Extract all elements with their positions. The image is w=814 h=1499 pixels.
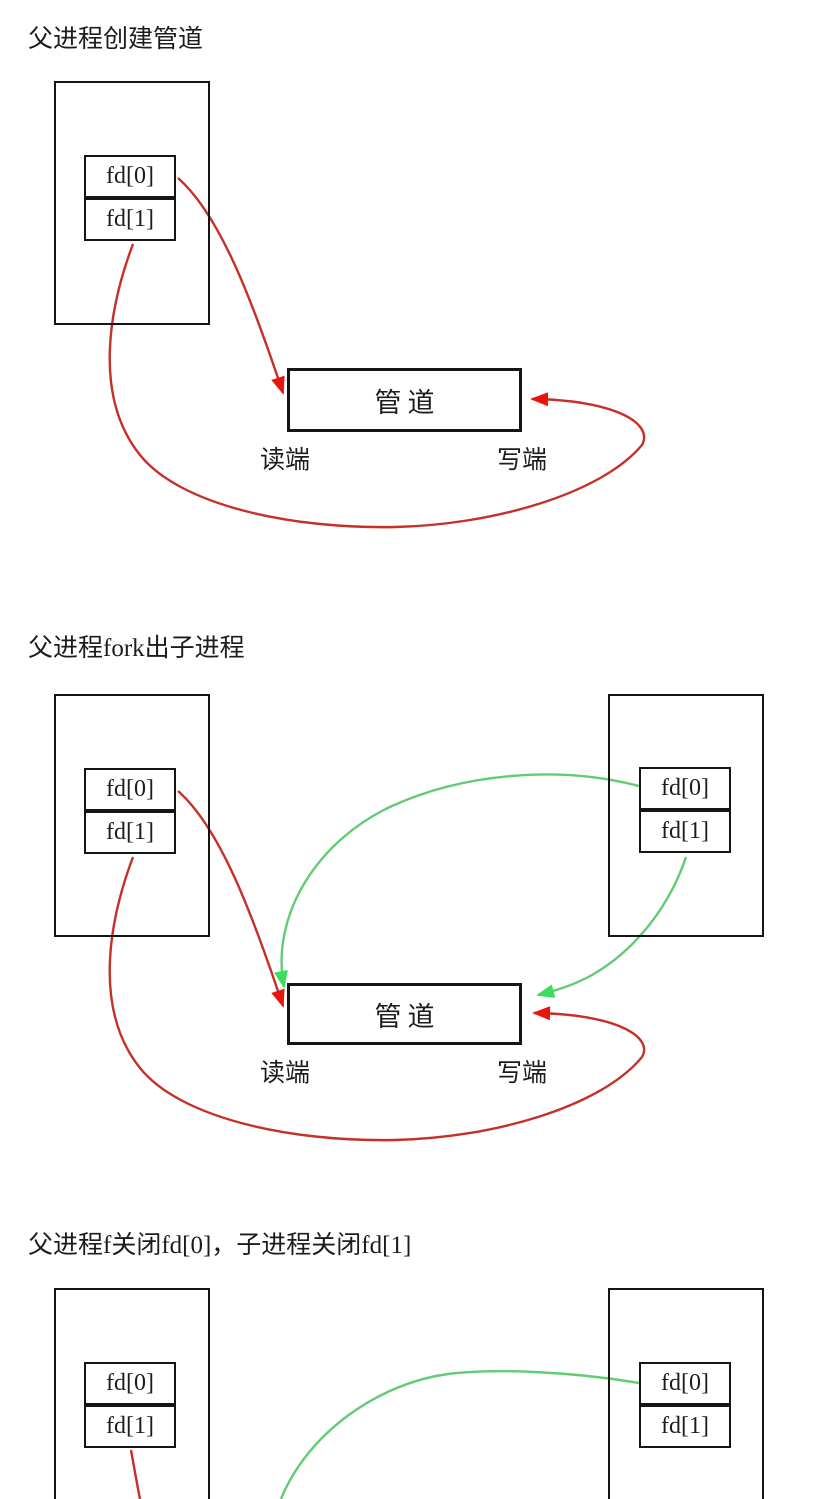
s2-child-process-box [608,694,764,937]
s3-parent-fd-table: fd[0] fd[1] [84,1362,176,1448]
s1-parent-process-box [54,81,210,325]
s1-write-end-label: 写端 [497,447,548,474]
s2-write-end-label: 写端 [497,1060,548,1087]
s1-parent-fd-table: fd[0] fd[1] [84,155,176,241]
s3-child-fd1-cell: fd[1] [639,1405,731,1448]
s2-child-fd-table: fd[0] fd[1] [639,767,731,853]
s3-parent-fd0-cell: fd[0] [84,1362,176,1405]
s2-parent-fd0-cell: fd[0] [84,768,176,811]
s3-parent-fd1-cell: fd[1] [84,1405,176,1448]
s3-parent-process-box [54,1288,210,1499]
s2-child-fd1-cell: fd[1] [639,810,731,853]
s1-read-end-label: 读端 [260,447,311,474]
s3-child-fd0-cell: fd[0] [639,1362,731,1405]
section2-title: 父进程fork出子进程 [28,635,245,662]
s3-child-fd-table: fd[0] fd[1] [639,1362,731,1448]
s1-pipe-box: 管道 [287,368,522,432]
section1-title: 父进程创建管道 [28,26,204,53]
s2-parent-process-box [54,694,210,937]
s2-pipe-box: 管道 [287,983,522,1045]
section3-title: 父进程f关闭fd[0]，子进程关闭fd[1] [28,1232,412,1259]
s3-green-line-child-fd0 [279,1370,640,1499]
s2-parent-fd-table: fd[0] fd[1] [84,768,176,854]
s2-parent-fd1-cell: fd[1] [84,811,176,854]
s3-child-process-box [608,1288,764,1499]
s1-parent-fd1-cell: fd[1] [84,198,176,241]
s2-green-arrow-child-fd0-to-read-end [274,773,640,989]
s1-parent-fd0-cell: fd[0] [84,155,176,198]
s2-read-end-label: 读端 [260,1060,311,1087]
s2-child-fd0-cell: fd[0] [639,767,731,810]
